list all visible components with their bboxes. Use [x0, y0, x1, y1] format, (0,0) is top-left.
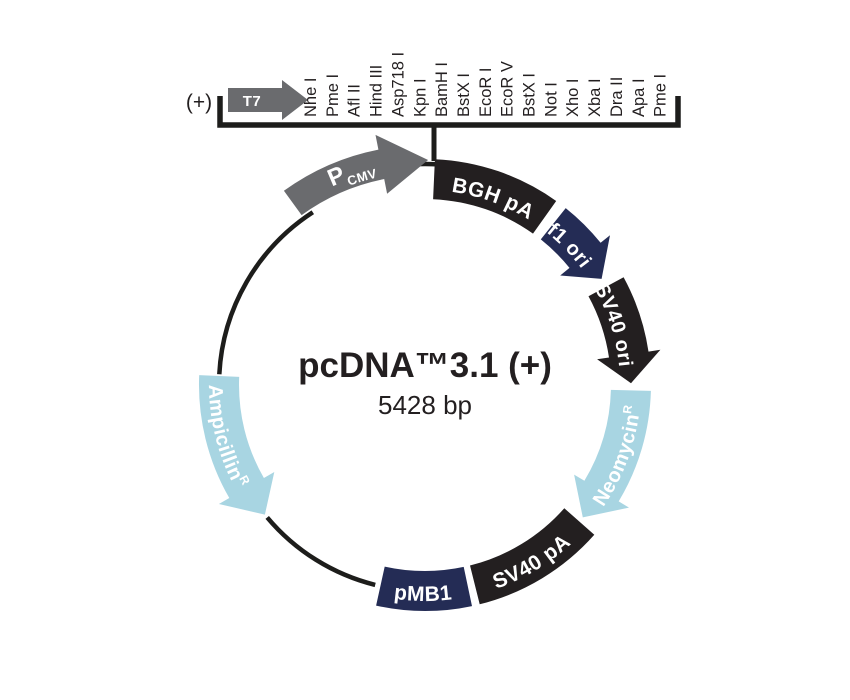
segment-sv40-pa — [470, 508, 595, 605]
enzyme-label: Xba I — [586, 78, 604, 117]
segment-label-pmb1: pMB1 — [393, 581, 453, 606]
plasmid-segments — [198, 134, 661, 611]
enzyme-label: Pme I — [652, 74, 670, 117]
enzyme-label: Hind III — [368, 65, 386, 117]
enzyme-label: Not I — [542, 82, 560, 117]
enzyme-label: Nhe I — [302, 78, 320, 117]
segment-ampicillin — [198, 375, 275, 515]
segment-sv40-ori — [588, 277, 661, 384]
plasmid-size-label: 5428 bp — [378, 390, 472, 420]
segment-f1-ori — [540, 208, 610, 279]
enzyme-label: BstX I — [521, 73, 539, 117]
label-part: pMB1 — [393, 581, 453, 606]
backbone-arc — [217, 210, 315, 375]
backbone-arc — [265, 515, 376, 588]
enzyme-label: BamH I — [433, 62, 451, 117]
label-part: R — [620, 404, 635, 415]
enzyme-label: Pme I — [324, 74, 342, 117]
segment-bgh-pa — [433, 159, 557, 234]
segment-pmb1 — [376, 566, 472, 611]
mcs-bracket — [217, 96, 681, 128]
enzyme-label: Asp718 I — [389, 52, 407, 117]
enzyme-label: Dra II — [608, 77, 626, 117]
segment-label-text-pmb1: pMB1 — [393, 581, 453, 606]
mcs-strand-label: (+) — [186, 91, 212, 114]
enzyme-label: EcoR V — [499, 61, 517, 117]
enzyme-label: Apa I — [630, 78, 648, 117]
enzyme-label: EcoR I — [477, 67, 495, 117]
t7-promoter-label: T7 — [243, 93, 262, 110]
t7-promoter-arrow-icon — [228, 80, 308, 120]
segment-neomycin — [574, 389, 651, 518]
segment-pcmv — [283, 134, 429, 216]
plasmid-title: pcDNA™3.1 (+) — [298, 346, 552, 385]
enzyme-label: BstX I — [455, 73, 473, 117]
enzyme-label: Xho I — [564, 78, 582, 117]
enzyme-label: Afl II — [346, 84, 364, 117]
enzyme-label: Kpn I — [411, 78, 429, 117]
